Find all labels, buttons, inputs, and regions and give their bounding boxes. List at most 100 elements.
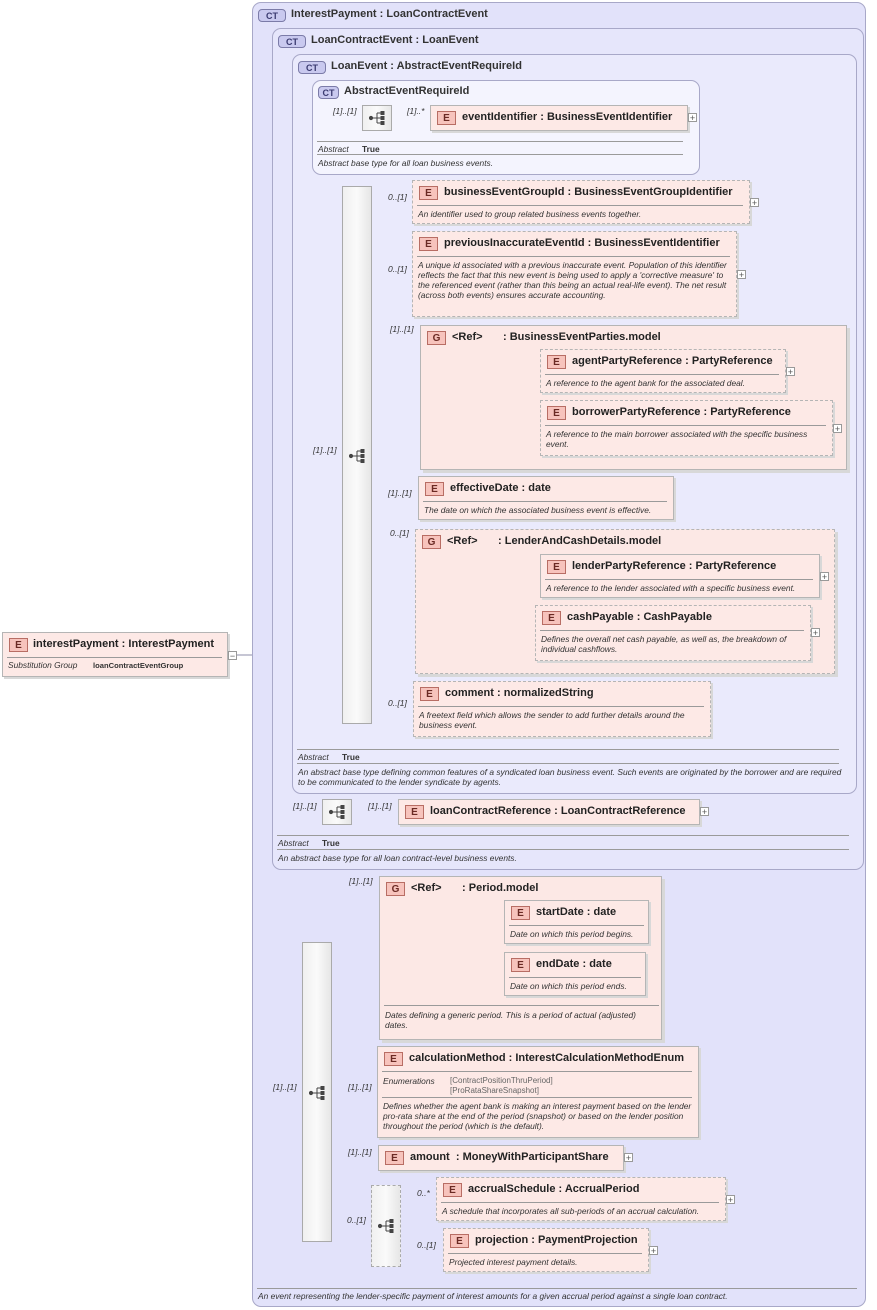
element-badge: E [419,237,438,251]
expand-toggle[interactable]: + [726,1195,735,1205]
element-title: effectiveDate : date [450,482,551,494]
complex-type-badge: CT [298,61,326,74]
expand-toggle[interactable]: + [750,198,759,208]
element-doc: An identifier used to group related busi… [418,209,642,219]
group-badge: G [386,882,405,896]
element-badge: E [547,406,566,420]
sequence-compositor[interactable] [322,799,352,825]
group-ref-label: <Ref> [452,331,483,343]
element-doc: A unique id associated with a previous i… [418,260,727,300]
expand-toggle[interactable]: + [820,572,829,582]
sequence-icon [329,805,345,819]
expand-toggle[interactable]: + [811,628,820,638]
expand-toggle[interactable]: + [700,807,709,817]
element-projection[interactable]: E projection : PaymentProjection Project… [443,1228,649,1272]
element-start-date[interactable]: E startDate : date Date on which this pe… [504,900,649,944]
sequence-icon [309,1086,325,1100]
element-badge: E [547,355,566,369]
element-title: startDate : date [536,906,617,918]
cardinality: [1]..[1] [348,1147,372,1157]
expand-toggle[interactable]: + [786,367,795,377]
element-doc: Defines whether the agent bank is making… [383,1101,692,1131]
element-title: agentPartyReference : PartyReference [572,355,773,367]
abstract-label: Abstract [278,838,309,848]
abstract-label: Abstract [298,752,329,762]
abstract-value: True [322,838,340,848]
element-title: calculationMethod : InterestCalculationM… [409,1052,685,1064]
expand-toggle[interactable]: + [624,1153,633,1163]
cardinality: [1]..[1] [348,1082,372,1092]
element-doc: The date on which the associated busines… [424,505,652,515]
element-event-identifier[interactable]: E eventIdentifier : BusinessEventIdentif… [430,105,688,131]
element-amount[interactable]: E amount : MoneyWithParticipantShare [378,1145,624,1171]
sequence-compositor[interactable] [362,105,392,131]
element-doc: A reference to the agent bank for the as… [546,378,745,388]
element-end-date[interactable]: E endDate : date Date on which this peri… [504,952,646,996]
complex-type-badge: CT [258,9,286,22]
complex-type-doc: An abstract base type for all loan contr… [278,853,517,863]
element-title: endDate : date [536,958,612,970]
element-borrower-party-reference[interactable]: E borrowerPartyReference : PartyReferenc… [540,400,833,456]
element-badge: E [405,805,424,819]
element-badge: E [419,186,438,200]
element-effective-date[interactable]: E effectiveDate : date The date on which… [418,476,674,520]
group-badge: G [427,331,446,345]
element-doc: A schedule that incorporates all sub-per… [442,1206,700,1216]
cardinality: [1]..[1] [388,488,412,498]
expand-toggle[interactable]: + [833,424,842,434]
cardinality: 0..[1] [388,698,407,708]
element-previous-inaccurate-event-id[interactable]: E previousInaccurateEventId : BusinessEv… [412,231,737,317]
group-doc: Dates defining a generic period. This is… [385,1010,636,1030]
element-lender-party-reference[interactable]: E lenderPartyReference : PartyReference … [540,554,820,598]
element-comment[interactable]: E comment : normalizedString A freetext … [413,681,711,737]
element-loan-contract-reference[interactable]: E loanContractReference : LoanContractRe… [398,799,700,825]
element-title: eventIdentifier : BusinessEventIdentifie… [462,111,673,123]
cardinality: 0..[1] [388,192,407,202]
element-title: lenderPartyReference : PartyReference [572,560,777,572]
element-doc: Date on which this period ends. [510,981,627,991]
enumerations-label: Enumerations [383,1076,435,1086]
enumeration-value: [ProRataShareSnapshot] [450,1086,539,1095]
sequence-compositor[interactable] [342,186,372,724]
element-doc: Date on which this period begins. [510,929,634,939]
element-accrual-schedule[interactable]: E accrualSchedule : AccrualPeriod A sche… [436,1177,726,1221]
element-title: cashPayable : CashPayable [567,611,712,623]
cardinality: [1]..[1] [273,1082,297,1092]
cardinality: 0..[1] [347,1215,366,1225]
abstract-value: True [342,752,360,762]
sequence-compositor[interactable] [302,942,332,1242]
element-cash-payable[interactable]: E cashPayable : CashPayable Defines the … [535,605,811,661]
element-doc: A reference to the main borrower associa… [546,429,808,449]
cardinality: [1]..[1] [349,876,373,886]
element-agent-party-reference[interactable]: E agentPartyReference : PartyReference A… [540,349,786,393]
element-calculation-method[interactable]: E calculationMethod : InterestCalculatio… [377,1046,699,1138]
cardinality: 0..* [417,1188,430,1198]
sequence-icon [349,449,365,463]
sequence-icon [369,111,385,125]
element-badge: E [9,638,28,652]
cardinality: [1]..* [407,106,425,116]
cardinality: [1]..[1] [390,324,414,334]
element-badge: E [384,1052,403,1066]
cardinality: 0..[1] [388,264,407,274]
complex-type-doc: Abstract base type for all loan business… [318,158,494,168]
element-business-event-group-id[interactable]: E businessEventGroupId : BusinessEventGr… [412,180,750,224]
group-title: : BusinessEventParties.model [503,331,661,343]
expand-toggle[interactable]: + [737,270,746,280]
collapse-toggle[interactable]: − [228,651,237,661]
expand-toggle[interactable]: + [649,1246,658,1256]
group-badge: G [422,535,441,549]
group-ref-label: <Ref> [411,882,442,894]
sequence-compositor-optional[interactable] [371,1185,401,1267]
group-title: : Period.model [462,882,539,894]
cardinality: [1]..[1] [333,106,357,116]
element-title: loanContractReference : LoanContractRefe… [430,805,686,817]
root-element-interest-payment[interactable]: E interestPayment : InterestPayment Subs… [2,632,228,677]
element-doc: A reference to the lender associated wit… [546,583,796,593]
element-badge: E [443,1183,462,1197]
expand-toggle[interactable]: + [688,113,697,123]
element-badge: E [425,482,444,496]
complex-type-title: InterestPayment : LoanContractEvent [291,8,488,20]
element-badge: E [547,560,566,574]
element-badge: E [542,611,561,625]
